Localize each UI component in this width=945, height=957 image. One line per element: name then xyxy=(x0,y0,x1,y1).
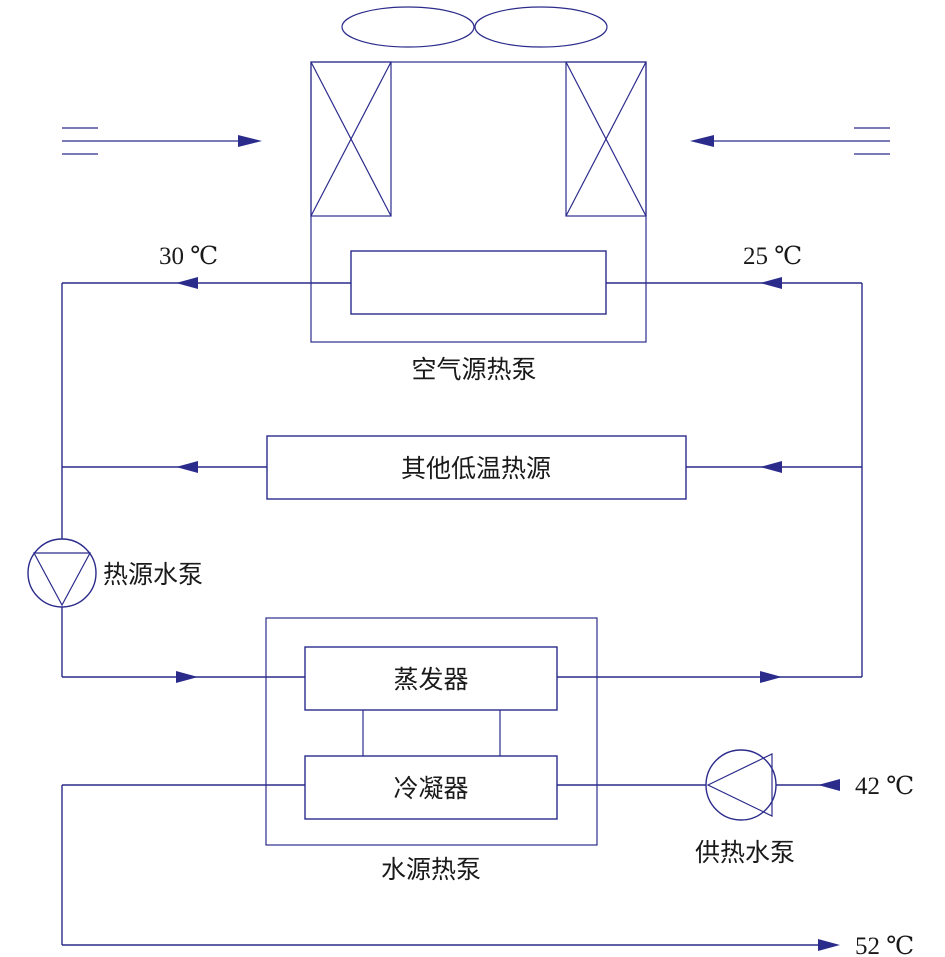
supply-loop-arrows xyxy=(818,779,840,951)
other-low-temp-source-box: 其他低温热源 xyxy=(266,435,687,500)
air-source-heat-pump-label: 空气源热泵 xyxy=(411,355,536,384)
air-unit-heat-exchanger xyxy=(350,250,607,315)
fan-left xyxy=(341,6,475,48)
water-source-heat-pump-unit: 蒸发器 冷凝器 水源热泵 xyxy=(265,617,598,884)
water-source-casing xyxy=(265,617,598,846)
flow-arrow xyxy=(176,277,198,289)
heating-supply-pump: 供热水泵 xyxy=(695,749,795,867)
heat-source-pump-label: 热源水泵 xyxy=(103,560,203,589)
water-source-heat-pump-label: 水源热泵 xyxy=(381,855,481,884)
air-inflow-left xyxy=(62,127,262,155)
air-source-heat-pump-unit xyxy=(310,6,647,343)
flow-arrow xyxy=(176,671,198,683)
coil-right xyxy=(565,61,647,217)
flow-arrow xyxy=(818,779,840,791)
source-loop-arrows xyxy=(176,277,782,683)
evaporator-box xyxy=(304,646,558,711)
heat-source-pump: 热源水泵 xyxy=(27,538,203,608)
evaporator-label: 蒸发器 xyxy=(393,665,468,694)
flow-arrow xyxy=(760,277,782,289)
temp-supply-return: 42 ℃ xyxy=(855,773,914,800)
flow-arrow xyxy=(760,461,782,473)
temp-supply-out: 52 ℃ xyxy=(855,933,914,957)
flow-arrow xyxy=(760,671,782,683)
supply-loop-pipes xyxy=(61,784,822,946)
flow-arrow xyxy=(818,939,840,951)
temp-source-out: 30 ℃ xyxy=(159,243,218,270)
heating-pump-label: 供热水泵 xyxy=(695,838,795,867)
temp-source-return: 25 ℃ xyxy=(743,243,802,270)
flow-arrow xyxy=(176,461,198,473)
condenser-label: 冷凝器 xyxy=(393,774,468,803)
other-low-temp-source-label: 其他低温热源 xyxy=(401,454,551,483)
coil-left xyxy=(310,61,392,217)
condenser-box xyxy=(304,755,558,820)
fan-right xyxy=(474,6,608,48)
air-inflow-right xyxy=(690,127,890,155)
